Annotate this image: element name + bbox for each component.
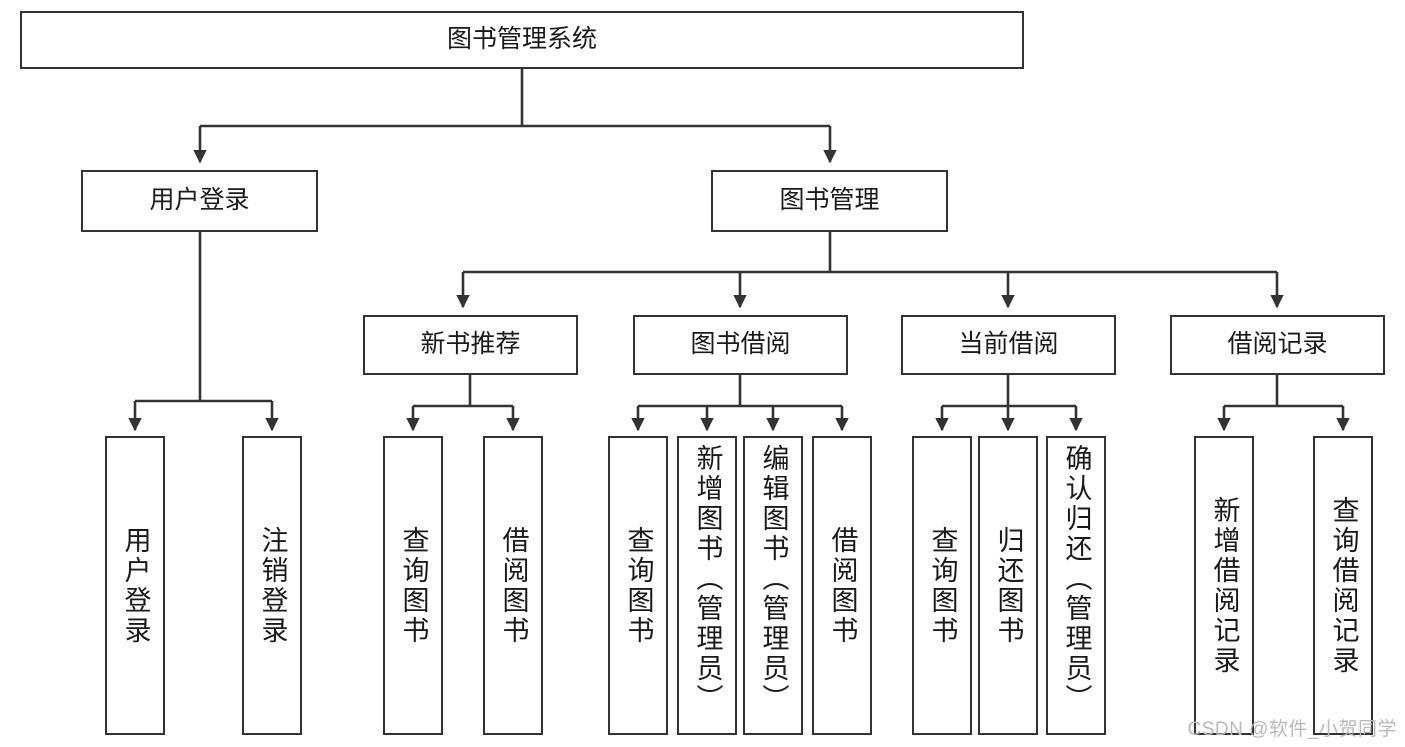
leaf-logout-login[interactable]: 注销登录 bbox=[242, 436, 302, 735]
leaf-edit-book-admin[interactable]: 编辑图书（管理员） bbox=[743, 436, 803, 735]
node-current-borrow[interactable]: 当前借阅 bbox=[901, 315, 1116, 375]
node-book-manage[interactable]: 图书管理 bbox=[711, 170, 948, 232]
node-new-book-recommend-label: 新书推荐 bbox=[420, 330, 521, 359]
leaf-return-book-label: 归还图书 bbox=[993, 525, 1024, 646]
leaf-borrow-book-2-label: 借阅图书 bbox=[827, 525, 858, 646]
node-book-borrow[interactable]: 图书借阅 bbox=[633, 315, 848, 375]
leaf-add-borrow-record-label: 新增借阅记录 bbox=[1209, 495, 1240, 676]
leaf-borrow-book-1-label: 借阅图书 bbox=[498, 525, 529, 646]
node-user-login-label: 用户登录 bbox=[149, 186, 250, 215]
node-root[interactable]: 图书管理系统 bbox=[20, 11, 1024, 69]
leaf-confirm-return-admin[interactable]: 确认归还（管理员） bbox=[1046, 436, 1106, 735]
leaf-query-book-3-label: 查询图书 bbox=[927, 525, 958, 646]
leaf-add-book-admin[interactable]: 新增图书（管理员） bbox=[677, 436, 737, 735]
leaf-query-book-2[interactable]: 查询图书 bbox=[608, 436, 668, 735]
leaf-borrow-book-1[interactable]: 借阅图书 bbox=[483, 436, 543, 735]
leaf-query-book-2-label: 查询图书 bbox=[623, 525, 654, 646]
leaf-add-book-admin-label: 新增图书（管理员） bbox=[692, 444, 723, 714]
leaf-user-login-label: 用户登录 bbox=[120, 525, 151, 646]
leaf-borrow-book-2[interactable]: 借阅图书 bbox=[812, 436, 872, 735]
leaf-query-book-1[interactable]: 查询图书 bbox=[383, 436, 443, 735]
node-root-label: 图书管理系统 bbox=[446, 25, 597, 54]
leaf-query-book-1-label: 查询图书 bbox=[398, 525, 429, 646]
node-borrow-record[interactable]: 借阅记录 bbox=[1170, 315, 1385, 375]
leaf-query-borrow-record-label: 查询借阅记录 bbox=[1328, 495, 1359, 676]
node-new-book-recommend[interactable]: 新书推荐 bbox=[363, 315, 578, 375]
leaf-query-book-3[interactable]: 查询图书 bbox=[912, 436, 972, 735]
csdn-watermark: CSDN @软件_小贺同学 bbox=[1187, 719, 1397, 740]
leaf-add-borrow-record[interactable]: 新增借阅记录 bbox=[1194, 436, 1254, 735]
leaf-user-login[interactable]: 用户登录 bbox=[105, 436, 165, 735]
node-borrow-record-label: 借阅记录 bbox=[1227, 330, 1328, 359]
node-book-borrow-label: 图书借阅 bbox=[690, 330, 791, 359]
leaf-query-borrow-record[interactable]: 查询借阅记录 bbox=[1313, 436, 1373, 735]
leaf-edit-book-admin-label: 编辑图书（管理员） bbox=[758, 444, 789, 714]
node-user-login[interactable]: 用户登录 bbox=[81, 170, 318, 232]
node-current-borrow-label: 当前借阅 bbox=[958, 330, 1059, 359]
node-book-manage-label: 图书管理 bbox=[779, 186, 880, 215]
leaf-return-book[interactable]: 归还图书 bbox=[978, 436, 1038, 735]
leaf-logout-login-label: 注销登录 bbox=[257, 525, 288, 646]
leaf-confirm-return-admin-label: 确认归还（管理员） bbox=[1061, 444, 1092, 714]
